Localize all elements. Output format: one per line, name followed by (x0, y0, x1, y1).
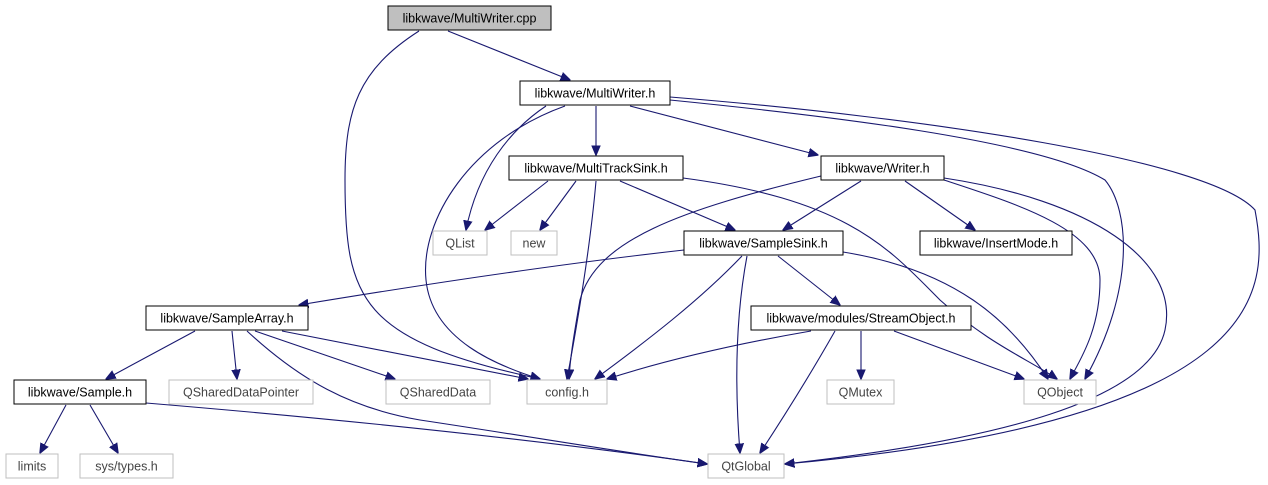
node-multiwriter-cpp[interactable]: libkwave/MultiWriter.cpp (387, 5, 552, 31)
edge-multiwriter-cpp-to-config-h (344, 30, 540, 379)
edge-samplearray-h-to-qshareddatapointer (232, 330, 237, 379)
edge-writer-h-to-qtglobal (785, 177, 1168, 464)
edge-multiwriter-h-to-qobject (669, 99, 1124, 379)
node-box (168, 379, 314, 405)
edge-multiwriter-h-to-config-h (424, 105, 566, 379)
node-label: QSharedData (400, 386, 476, 400)
edge-sample-h-to-qtglobal (145, 402, 707, 464)
edge-streamobject-h-to-qtglobal (760, 330, 836, 453)
edge-multitracksink-h-to-qlist (485, 180, 549, 230)
edge-multiwriter-h-to-writer-h (629, 105, 818, 155)
node-box (826, 379, 895, 405)
node-label: libkwave/Writer.h (835, 162, 929, 176)
edge-writer-h-to-samplesink-h (783, 180, 862, 230)
edge-sample-h-to-limits (40, 404, 67, 453)
node-label: libkwave/InsertMode.h (934, 237, 1058, 251)
node-box (79, 453, 174, 479)
node-limits[interactable]: limits (5, 453, 59, 479)
node-box (387, 5, 552, 31)
edge-sample-h-to-sys-types-h (89, 404, 118, 453)
node-label: QtGlobal (721, 460, 770, 474)
node-label: libkwave/MultiWriter.h (535, 87, 656, 101)
edge-multitracksink-h-to-samplesink-h (619, 180, 735, 230)
node-label: QObject (1037, 386, 1083, 400)
node-qtglobal[interactable]: QtGlobal (707, 453, 785, 479)
edge-streamobject-h-to-qobject (893, 330, 1024, 379)
edge-samplesink-h-to-config-h (595, 255, 743, 379)
edge-samplearray-h-to-qshareddata (254, 330, 395, 379)
edge-samplearray-h-to-qtglobal (246, 330, 707, 464)
edge-samplesink-h-to-streamobject-h (777, 255, 840, 305)
node-label: libkwave/Sample.h (28, 386, 132, 400)
edge-streamobject-h-to-config-h (607, 330, 812, 379)
node-box (13, 379, 147, 405)
node-label: libkwave/MultiWriter.cpp (403, 12, 537, 26)
node-label: libkwave/MultiTrackSink.h (524, 162, 667, 176)
edge-multiwriter-cpp-to-multiwriter-h (447, 30, 570, 80)
node-box (683, 230, 844, 256)
nodes-layer: libkwave/MultiWriter.cpp libkwave/MultiW… (5, 5, 1097, 479)
edge-writer-h-to-insertmode-h (904, 180, 975, 230)
edge-samplesink-h-to-samplearray-h (299, 249, 685, 305)
edge-samplesink-h-to-qobject (842, 251, 1048, 379)
node-qshareddatapointer[interactable]: QSharedDataPointer (168, 379, 314, 405)
edges-layer (40, 30, 1260, 464)
edge-samplearray-h-to-config-h (281, 330, 528, 379)
node-config-h[interactable]: config.h (526, 379, 608, 405)
node-label: new (523, 237, 547, 251)
node-box (1023, 379, 1097, 405)
node-samplearray-h[interactable]: libkwave/SampleArray.h (145, 305, 309, 331)
node-label: limits (18, 460, 46, 474)
node-streamobject-h[interactable]: libkwave/modules/StreamObject.h (750, 305, 972, 331)
node-label: QMutex (839, 386, 884, 400)
node-box (145, 305, 309, 331)
edge-multitracksink-h-to-qobject (682, 177, 1057, 379)
node-label: QList (445, 237, 475, 251)
node-qshareddata[interactable]: QSharedData (385, 379, 491, 405)
node-sys-types-h[interactable]: sys/types.h (79, 453, 174, 479)
node-box (432, 230, 488, 256)
node-multiwriter-h[interactable]: libkwave/MultiWriter.h (519, 80, 671, 106)
node-label: libkwave/modules/StreamObject.h (767, 312, 956, 326)
node-box (820, 155, 945, 181)
node-label: libkwave/SampleArray.h (160, 312, 293, 326)
node-qlist[interactable]: QList (432, 230, 488, 256)
node-box (707, 453, 785, 479)
node-insertmode-h[interactable]: libkwave/InsertMode.h (919, 230, 1073, 256)
node-box (385, 379, 491, 405)
edge-multitracksink-h-to-new (540, 180, 577, 230)
node-label: QSharedDataPointer (183, 386, 299, 400)
node-box (508, 155, 684, 181)
node-box (919, 230, 1073, 256)
edge-writer-h-to-config-h (569, 175, 822, 379)
node-box (5, 453, 59, 479)
node-multitracksink-h[interactable]: libkwave/MultiTrackSink.h (508, 155, 684, 181)
edge-writer-h-to-qobject (943, 179, 1101, 379)
edge-multiwriter-h-to-qtglobal (669, 96, 1260, 464)
node-box (526, 379, 608, 405)
node-box (510, 230, 558, 256)
node-qmutex[interactable]: QMutex (826, 379, 895, 405)
node-writer-h[interactable]: libkwave/Writer.h (820, 155, 945, 181)
edge-samplearray-h-to-sample-h (106, 330, 196, 379)
node-samplesink-h[interactable]: libkwave/SampleSink.h (683, 230, 844, 256)
node-label: config.h (545, 386, 589, 400)
node-label: libkwave/SampleSink.h (699, 237, 828, 251)
node-label: sys/types.h (95, 460, 158, 474)
node-box (519, 80, 671, 106)
node-new[interactable]: new (510, 230, 558, 256)
edge-samplesink-h-to-qtglobal (737, 255, 748, 453)
edge-multitracksink-h-to-config-h (567, 180, 597, 379)
node-qobject[interactable]: QObject (1023, 379, 1097, 405)
node-box (750, 305, 972, 331)
edge-multiwriter-h-to-qlist (466, 105, 547, 230)
node-sample-h[interactable]: libkwave/Sample.h (13, 379, 147, 405)
